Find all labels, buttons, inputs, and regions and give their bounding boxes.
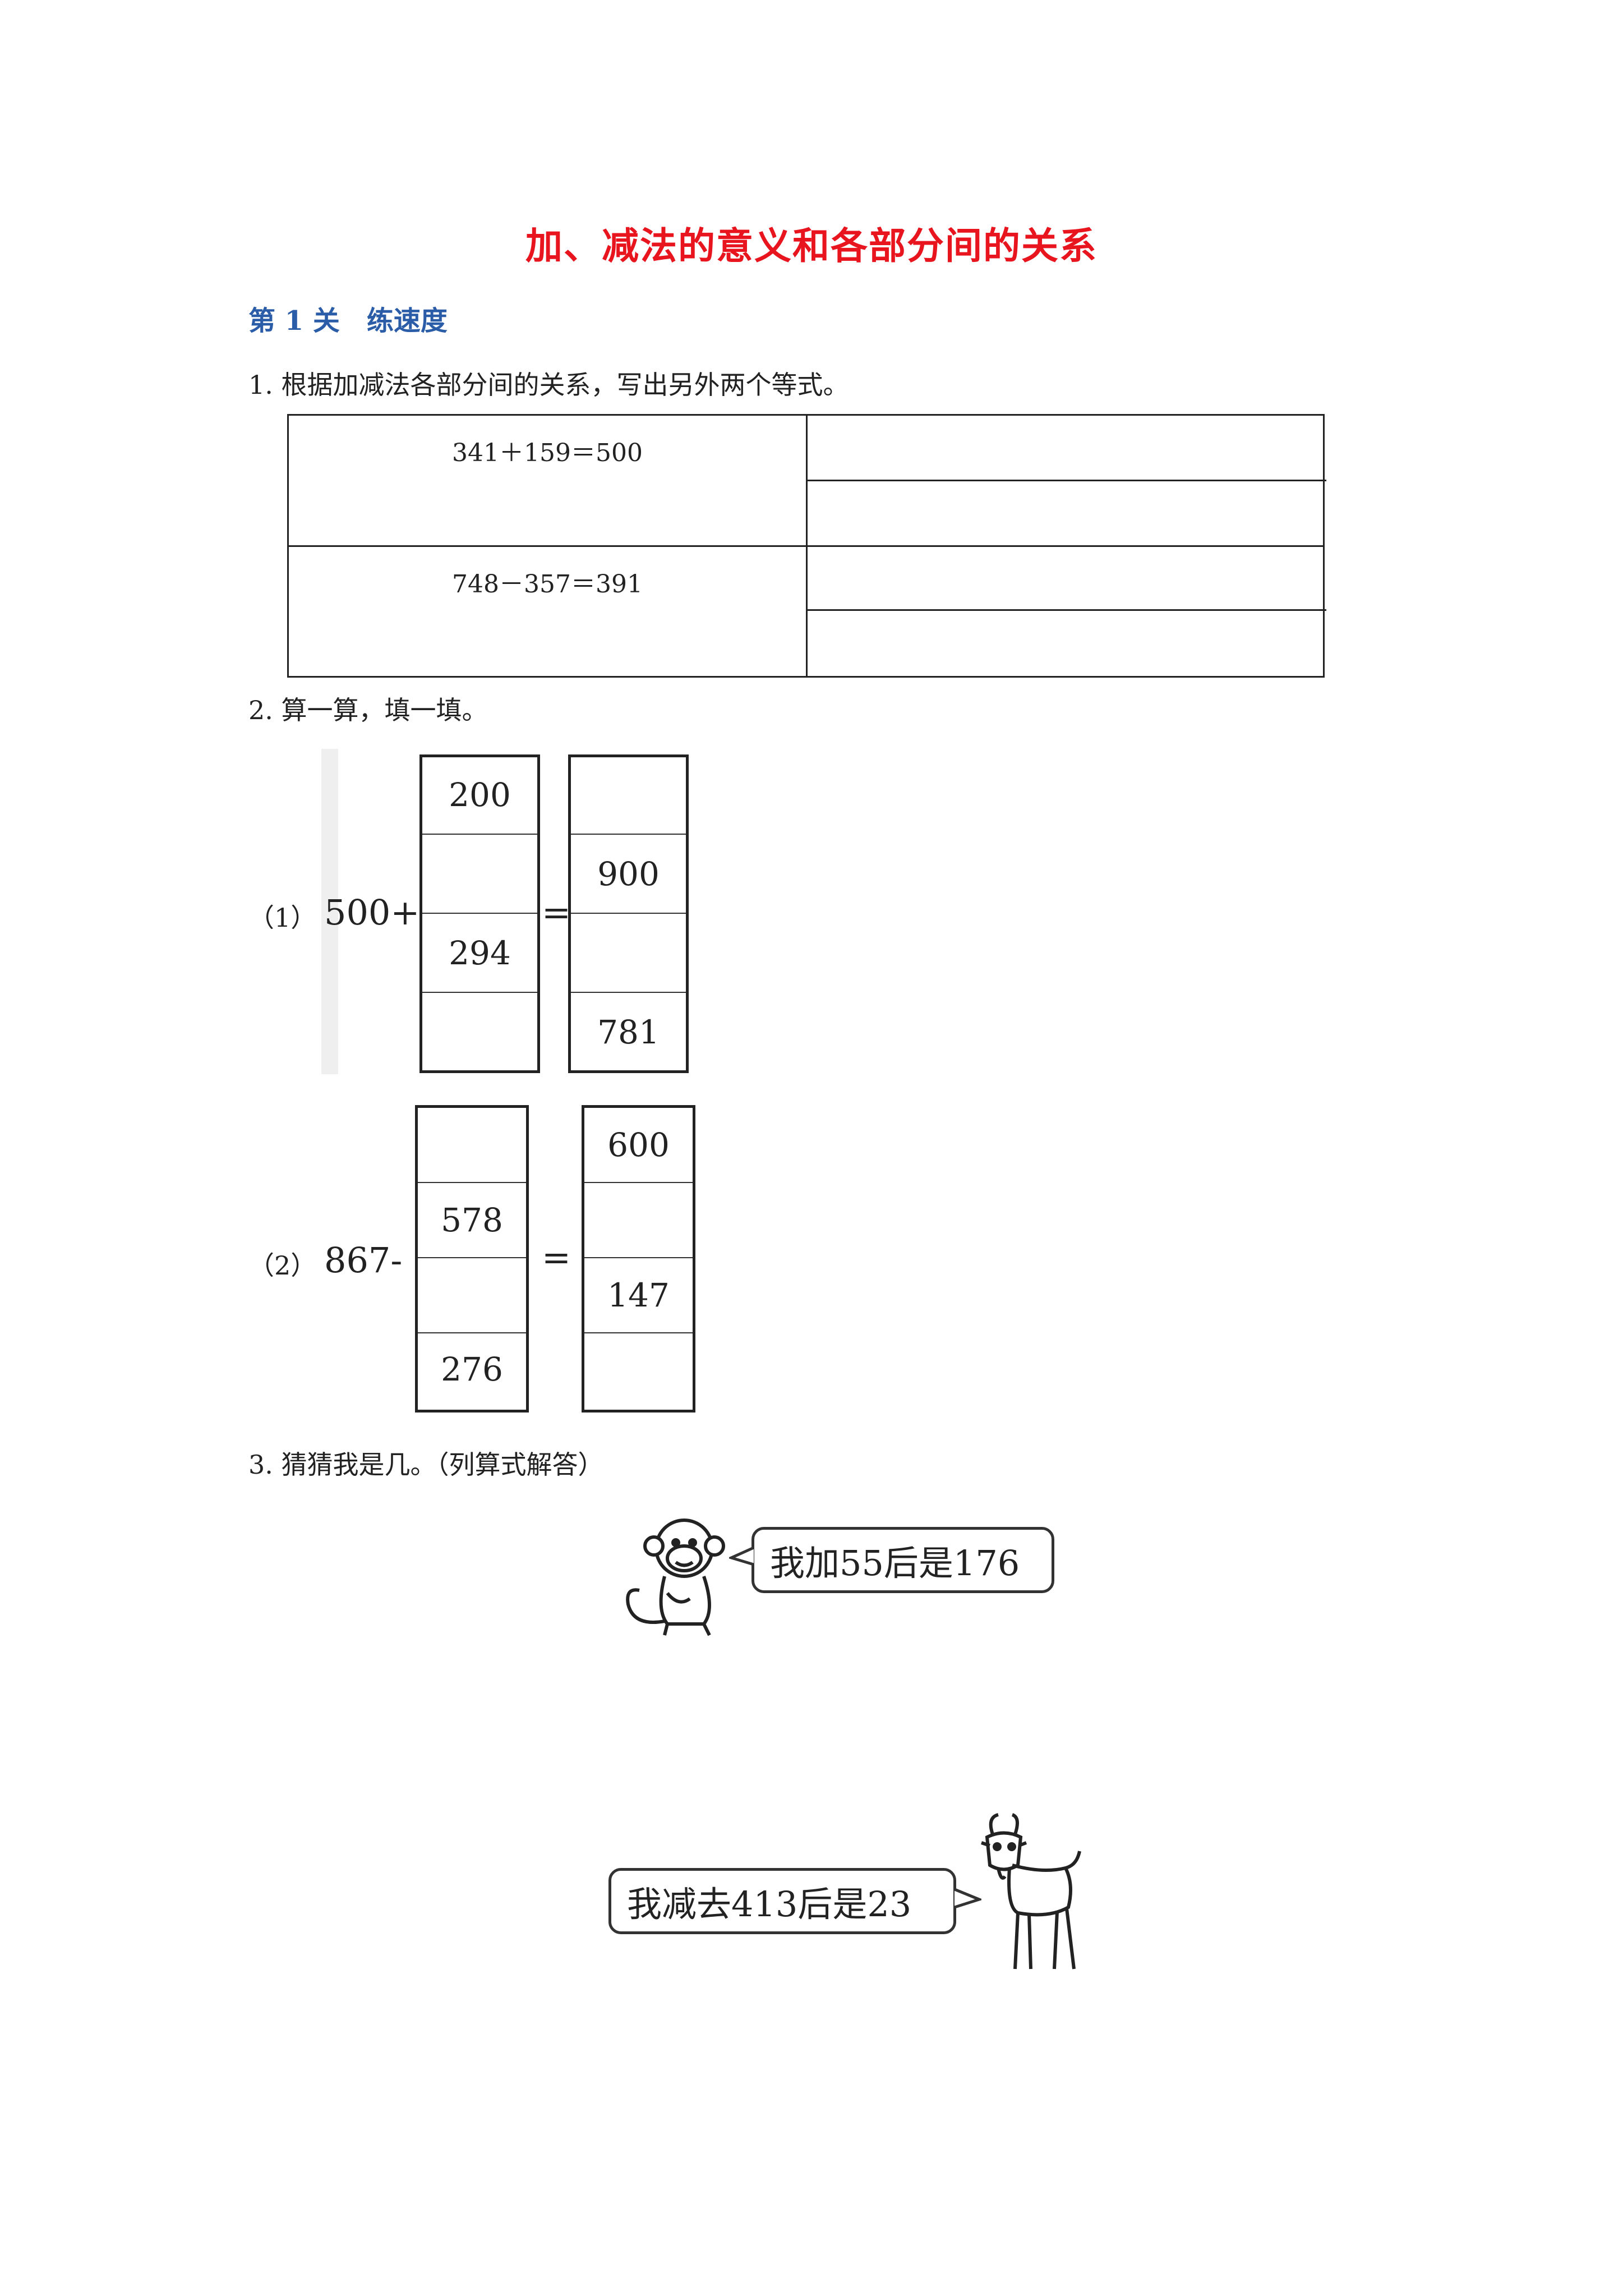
monkey-speech-text: 我加55后是176 <box>770 1543 1020 1584</box>
question-1-table: 341＋159＝500 748－357＝391 <box>287 414 1326 678</box>
cell-line <box>584 1332 693 1333</box>
section-number: 第 1 关 <box>248 305 340 337</box>
answer-cell[interactable] <box>808 547 1325 609</box>
question-2-prompt: 2. 算一算，填一填。 <box>248 695 488 725</box>
part-1-label: （1） <box>248 903 317 933</box>
equation-1: 341＋159＝500 <box>452 439 643 467</box>
part-1-left-cell: 294 <box>449 934 511 972</box>
monkey-icon <box>626 1519 725 1636</box>
part-2-left-column: 578 276 <box>415 1105 529 1412</box>
answer-cell[interactable] <box>808 481 1325 545</box>
part-2-right-column: 600 147 <box>582 1105 695 1412</box>
section-name: 练速度 <box>366 305 448 337</box>
part-2-right-cell: 147 <box>607 1276 670 1314</box>
goat-speech-bubble: 我减去413后是23 <box>608 1868 956 1934</box>
table-line <box>289 545 1323 547</box>
cell-line <box>418 1257 526 1258</box>
part-2-label: （2） <box>248 1250 317 1281</box>
cell-line <box>422 913 537 914</box>
cell-line <box>571 913 686 914</box>
page-title: 加、减法的意义和各部分间的关系 <box>525 224 1098 268</box>
goat-icon <box>981 1813 1081 1970</box>
goat-speech-text: 我减去413后是23 <box>627 1884 912 1925</box>
answer-cell[interactable] <box>808 416 1325 480</box>
part-2-left-cell: 578 <box>441 1201 503 1239</box>
part-1-right-cell: 900 <box>597 855 660 893</box>
monkey-speech-bubble: 我加55后是176 <box>751 1527 1054 1593</box>
shaded-strip <box>321 749 338 1074</box>
cell-line <box>418 1332 526 1333</box>
table-line <box>806 609 1326 611</box>
section-heading: 第 1 关练速度 <box>248 298 474 338</box>
cell-line <box>422 834 537 835</box>
part-1-equals: = <box>542 892 571 933</box>
table-line <box>806 480 1326 481</box>
cell-line <box>571 834 686 835</box>
part-1-left-cell: 200 <box>449 776 511 814</box>
part-1-right-column: 900 781 <box>568 754 689 1073</box>
answer-cell[interactable] <box>808 611 1325 676</box>
cell-line <box>584 1182 693 1183</box>
cell-line <box>422 992 537 993</box>
bubble-tail-icon <box>729 1546 755 1566</box>
part-2-right-cell: 600 <box>607 1126 670 1164</box>
cell-line <box>571 992 686 993</box>
part-1-right-cell: 781 <box>597 1013 660 1051</box>
cell-line <box>584 1257 693 1258</box>
part-1-lhs: 500+ <box>324 892 420 933</box>
bubble-tail-icon <box>954 1888 981 1909</box>
question-3-prompt: 3. 猜猜我是几。（列算式解答） <box>248 1450 604 1480</box>
question-1-prompt: 1. 根据加减法各部分间的关系，写出另外两个等式。 <box>248 370 849 400</box>
part-1-left-column: 200 294 <box>419 754 540 1073</box>
cell-line <box>418 1182 526 1183</box>
part-2-equals: = <box>542 1237 571 1278</box>
part-2-lhs: 867- <box>324 1240 403 1281</box>
part-2-left-cell: 276 <box>441 1350 503 1388</box>
equation-2: 748－357＝391 <box>452 570 643 599</box>
